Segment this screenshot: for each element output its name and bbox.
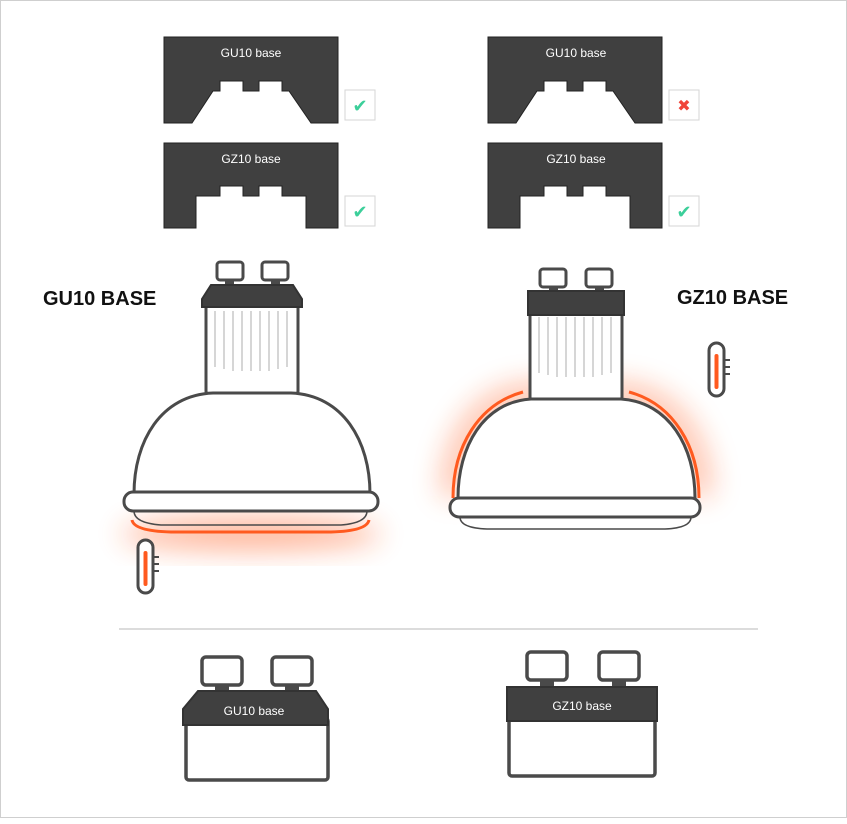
thermometer-icon — [136, 538, 159, 595]
compatible-badge: ✔ — [344, 89, 376, 121]
socket-card-gz10-left: GZ10 base — [163, 142, 339, 229]
heat-glow — [121, 518, 381, 550]
socket-card-gu10-right: GU10 base — [487, 36, 663, 124]
incompatible-badge: ✖ — [668, 89, 700, 121]
gz10-base-label: GZ10 base — [552, 699, 612, 713]
gz10-bulb-title: GZ10 BASE — [677, 287, 788, 309]
cross-icon: ✖ — [677, 98, 690, 115]
compatible-badge: ✔ — [668, 195, 700, 227]
socket-label: GZ10 base — [221, 152, 281, 166]
gu10-base-label: GU10 base — [224, 704, 285, 718]
gz10-bulb — [440, 267, 713, 530]
heat-line — [130, 519, 371, 534]
socket-label: GU10 base — [221, 46, 282, 60]
socket-card-gz10-right: GZ10 base — [487, 142, 663, 229]
gz10-base-closeup: GZ10 base — [506, 650, 658, 778]
socket-label: GZ10 base — [546, 152, 606, 166]
check-icon: ✔ — [676, 202, 691, 222]
socket-card-gu10-left: GU10 base — [163, 36, 339, 124]
gu10-bulb-title: GU10 BASE — [43, 288, 156, 310]
gu10-base-closeup: GU10 base — [182, 655, 330, 782]
compatible-badge: ✔ — [344, 195, 376, 227]
check-icon: ✔ — [352, 96, 367, 116]
socket-label: GU10 base — [546, 46, 607, 60]
heat-line — [628, 390, 701, 499]
heat-line — [451, 390, 524, 499]
check-icon: ✔ — [352, 202, 367, 222]
gu10-bulb — [121, 260, 381, 550]
thermometer-icon — [707, 341, 730, 398]
